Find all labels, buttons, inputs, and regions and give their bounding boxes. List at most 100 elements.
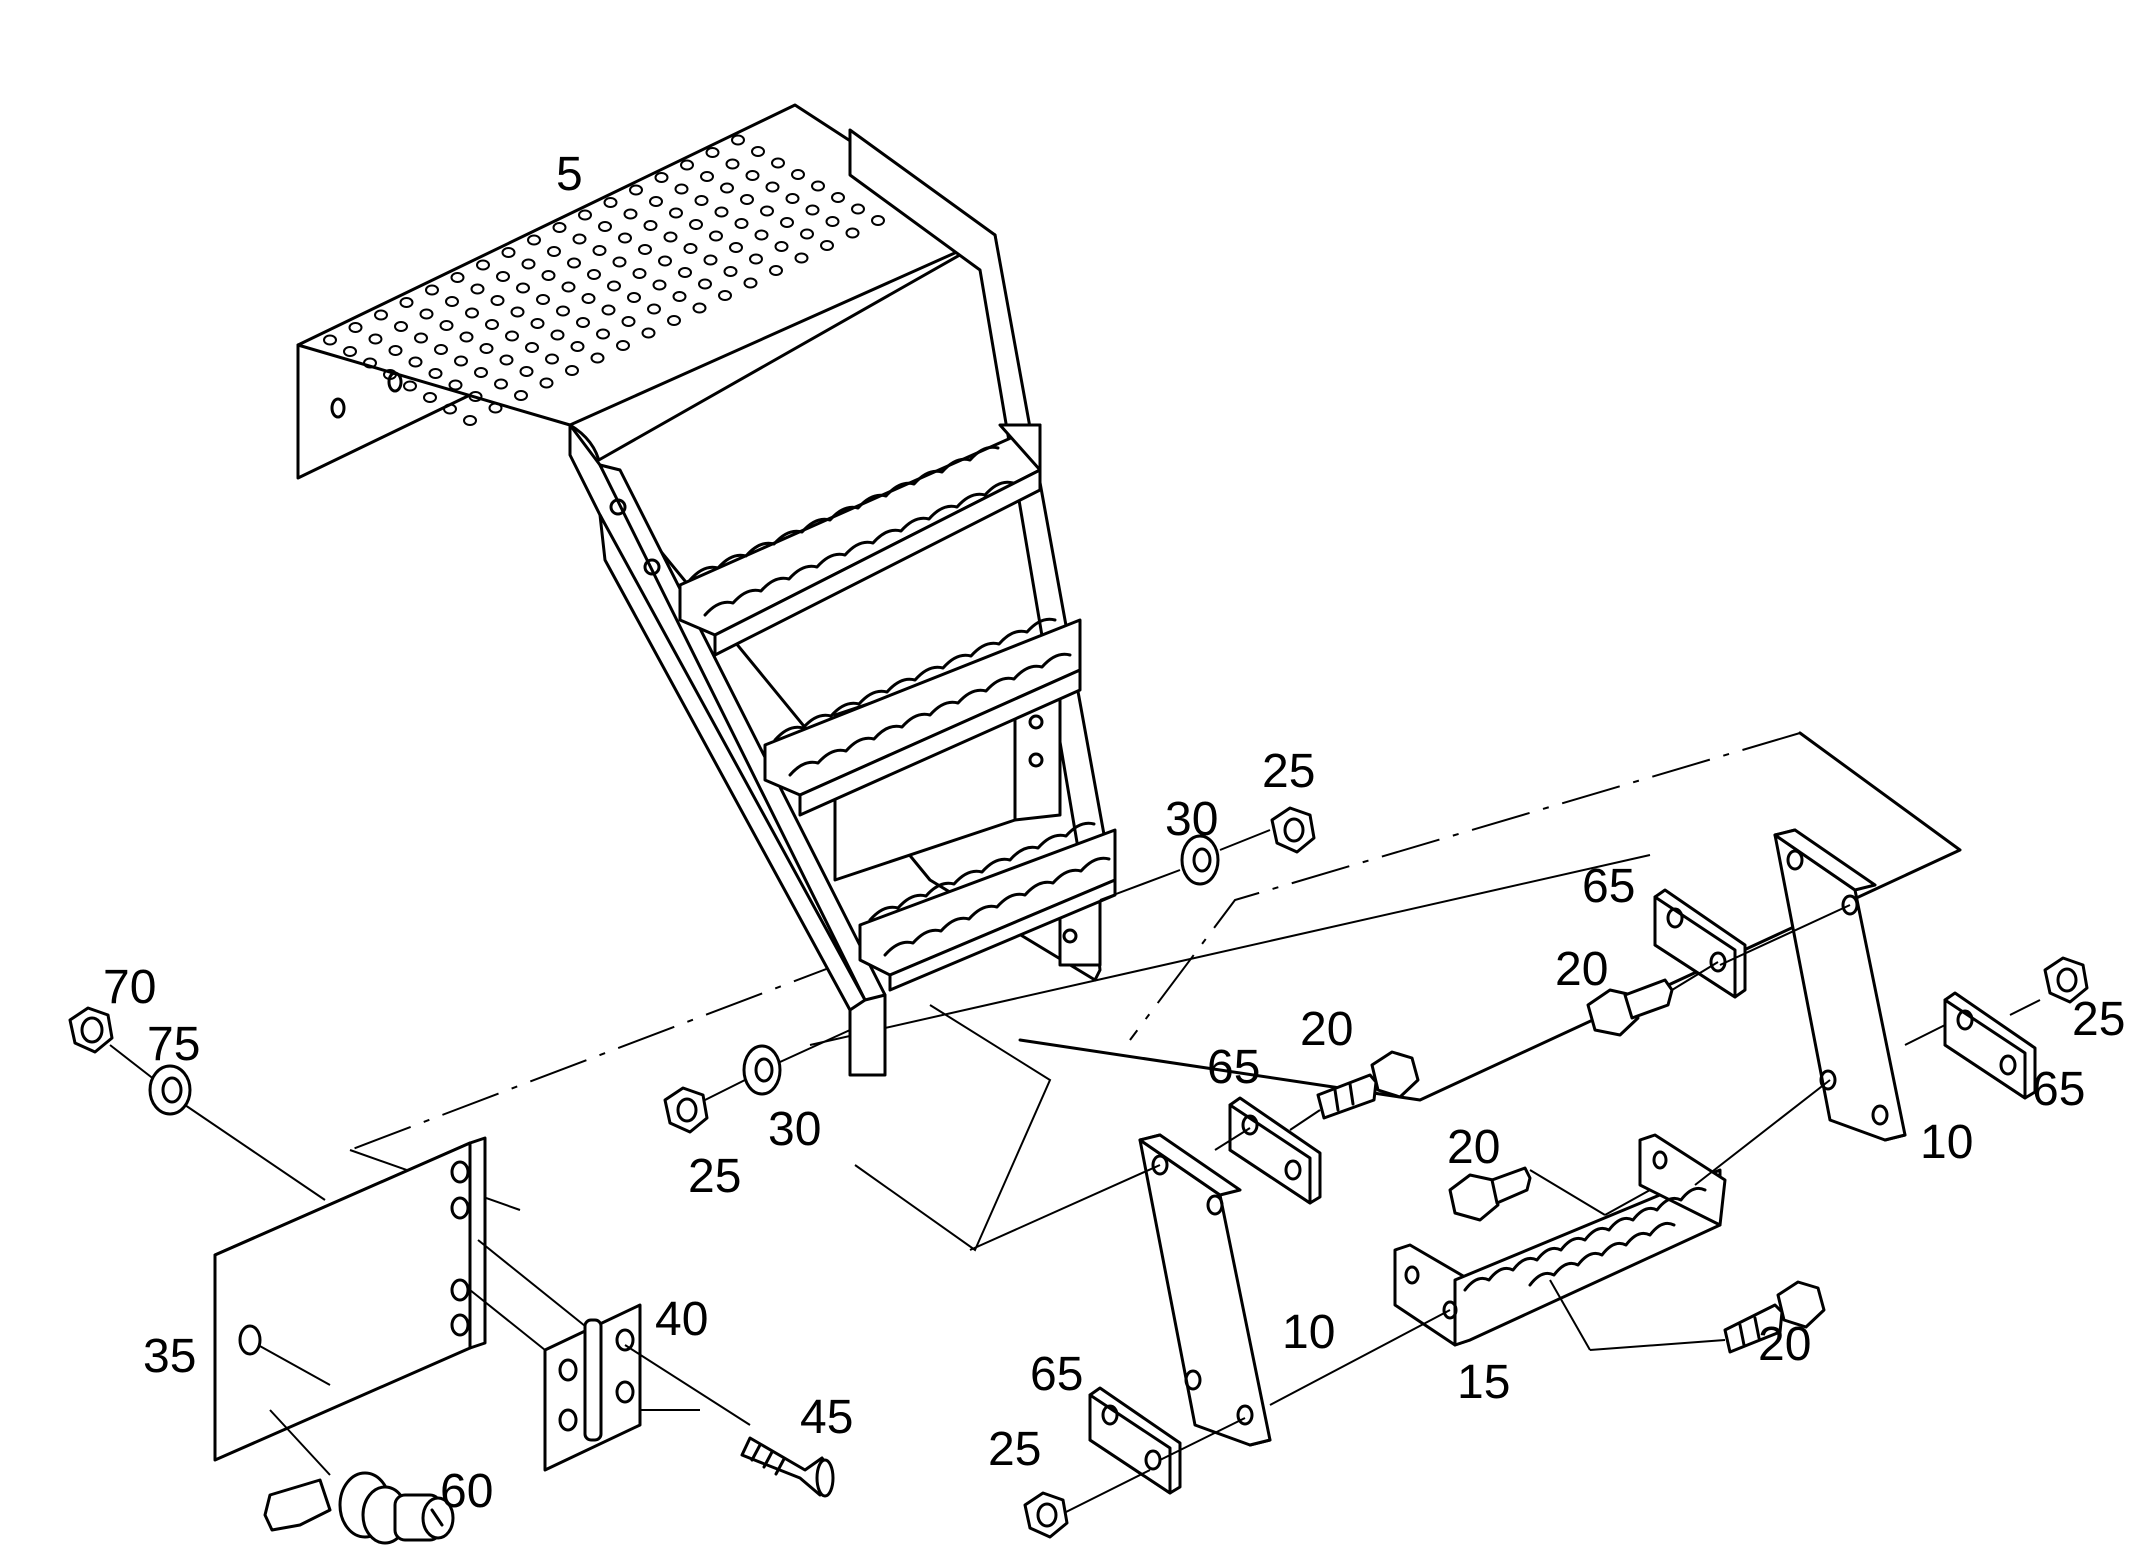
perforation-hole xyxy=(612,256,627,268)
perforation-hole xyxy=(785,193,800,204)
hinge-part-40 xyxy=(543,1303,751,1472)
perforation-hole xyxy=(468,391,483,402)
perforation-hole xyxy=(519,366,534,377)
perforation-hole xyxy=(394,321,408,332)
perforation-hole xyxy=(683,243,698,254)
perforation-hole xyxy=(632,268,647,279)
perforation-hole xyxy=(592,245,607,256)
perforation-hole xyxy=(567,257,581,269)
perforation-hole xyxy=(627,292,641,303)
perforation-hole xyxy=(363,357,377,369)
perforation-hole xyxy=(470,283,485,295)
perforation-hole xyxy=(419,308,434,320)
perforation-hole xyxy=(403,380,417,392)
perforation-hole xyxy=(618,232,632,244)
perforation-hole xyxy=(754,229,769,241)
callout-25-bottom: 25 xyxy=(988,1423,1041,1476)
perforation-hole xyxy=(485,319,499,330)
perforation-hole xyxy=(654,172,669,183)
perforation-hole xyxy=(479,343,494,354)
perforation-hole xyxy=(343,346,357,357)
perforation-hole xyxy=(527,234,541,246)
perforation-hole xyxy=(831,192,845,203)
cover-plate-part-35 xyxy=(213,1136,591,1476)
perforation-hole xyxy=(388,345,403,356)
perforation-hole xyxy=(514,390,528,401)
perforation-hole xyxy=(663,231,678,243)
perforation-hole xyxy=(550,329,565,341)
perforation-hole xyxy=(556,305,570,317)
callout-30-top: 30 xyxy=(1165,793,1218,846)
perforation-hole xyxy=(641,327,656,339)
perforation-hole xyxy=(692,302,707,314)
callout-20-bottom: 20 xyxy=(1758,1318,1811,1371)
perforation-hole xyxy=(734,218,749,229)
fasteners-25-30-top xyxy=(1099,806,1316,901)
callout-20-mid: 20 xyxy=(1300,1003,1353,1056)
perforation-hole xyxy=(700,171,714,182)
perforation-hole xyxy=(791,169,805,180)
perforation-hole xyxy=(450,272,465,283)
bolt-part-20-mid xyxy=(1289,1050,1420,1131)
perforation-hole xyxy=(425,284,439,296)
perforation-hole xyxy=(581,293,596,304)
perforation-hole xyxy=(851,203,865,215)
perforation-hole xyxy=(745,170,760,181)
perforation-hole xyxy=(590,352,605,364)
callout-10-left: 10 xyxy=(1282,1306,1335,1359)
perforation-hole xyxy=(714,206,729,218)
perforation-hole xyxy=(428,368,443,379)
perforation-hole xyxy=(720,182,734,194)
perforation-hole xyxy=(705,147,720,158)
callout-70: 70 xyxy=(103,961,156,1014)
perforation-hole xyxy=(805,204,820,216)
perforation-hole xyxy=(669,207,683,219)
perforation-hole xyxy=(845,227,860,239)
cam-lock-part-60 xyxy=(263,1471,455,1545)
perforation-hole xyxy=(740,194,754,205)
bolt-part-20-low xyxy=(1448,1166,1651,1222)
perforation-hole xyxy=(443,403,457,415)
perforation-hole xyxy=(572,233,587,245)
callout-65-bottom: 65 xyxy=(1030,1348,1083,1401)
perforation-hole xyxy=(774,241,789,252)
perforation-hole xyxy=(494,378,508,390)
screw-part-45 xyxy=(740,1436,835,1498)
perforation-hole xyxy=(516,282,530,294)
fasteners-25-30-mid xyxy=(663,1029,851,1134)
nut-washer-70-75 xyxy=(68,1006,326,1201)
perforation-hole xyxy=(368,333,383,345)
callout-25-right: 25 xyxy=(2072,993,2125,1046)
callout-20-low: 20 xyxy=(1447,1121,1500,1174)
perforation-hole xyxy=(521,258,536,270)
perforation-hole xyxy=(751,146,765,157)
perforation-hole xyxy=(749,253,763,265)
perforation-hole xyxy=(731,134,745,146)
perforation-hole xyxy=(771,157,785,169)
perforation-hole xyxy=(374,309,388,321)
perforation-hole xyxy=(348,322,363,333)
perforation-hole xyxy=(643,220,658,231)
nut-part-25-right xyxy=(2043,956,2089,1004)
perforation-hole xyxy=(800,228,814,240)
perforation-hole xyxy=(765,181,780,193)
perforation-hole xyxy=(598,221,612,232)
perforation-hole xyxy=(525,342,539,353)
perforation-hole xyxy=(561,281,576,293)
callout-45: 45 xyxy=(800,1391,853,1444)
strip-part-65-top xyxy=(1653,888,1851,999)
perforation-hole xyxy=(760,205,774,217)
perforation-hole xyxy=(871,215,885,226)
perforation-hole xyxy=(414,332,428,344)
perforation-hole xyxy=(596,328,610,340)
perforation-hole xyxy=(490,295,505,306)
perforation-hole xyxy=(825,216,840,227)
callout-labels: 5 25 30 65 20 25 65 10 70 75 25 30 20 65… xyxy=(103,148,2125,1518)
perforation-hole xyxy=(463,415,477,426)
perforation-hole xyxy=(647,303,661,315)
perforation-hole xyxy=(423,392,437,403)
perforation-hole xyxy=(729,242,743,253)
perforation-hole xyxy=(323,334,337,346)
perforation-hole xyxy=(678,267,692,278)
perforation-hole xyxy=(501,247,516,258)
